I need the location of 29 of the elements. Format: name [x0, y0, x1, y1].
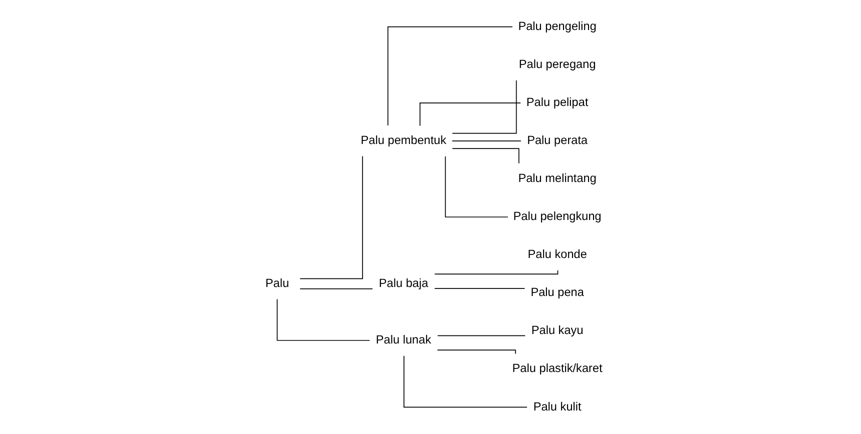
connector: [444, 156, 508, 218]
connector: [276, 298, 370, 341]
node-text: Palu lunak: [375, 332, 431, 347]
connector: [386, 26, 512, 126]
node-text: Palu pelipat: [526, 95, 588, 110]
node-text: Palu kayu: [530, 323, 583, 338]
connector: [451, 140, 521, 142]
node-text: Palu perata: [526, 133, 588, 148]
node-text: Palu kulit: [532, 399, 581, 414]
connector: [299, 288, 372, 290]
node-text: Palu konde: [527, 247, 586, 262]
node-text: Palu peregang: [518, 57, 596, 72]
connector: [419, 102, 520, 126]
node-text: Palu pena: [530, 285, 584, 300]
node-text: Palu pembentuk: [360, 133, 446, 148]
connector: [299, 156, 362, 280]
connector: [434, 270, 558, 274]
connector: [436, 350, 516, 354]
connector: [436, 335, 526, 336]
connector: [451, 80, 516, 134]
connector: [403, 355, 527, 408]
connector: [452, 148, 519, 164]
connector: [434, 288, 525, 289]
node-text: Palu melintang: [518, 171, 596, 186]
node-text: Palu plastik/karet: [512, 361, 602, 376]
node-text: Palu pengeling: [518, 18, 596, 33]
node-text: Palu baja: [378, 276, 428, 290]
node-text: Palu: [264, 276, 289, 290]
node-text: Palu pelengkung: [512, 209, 601, 224]
